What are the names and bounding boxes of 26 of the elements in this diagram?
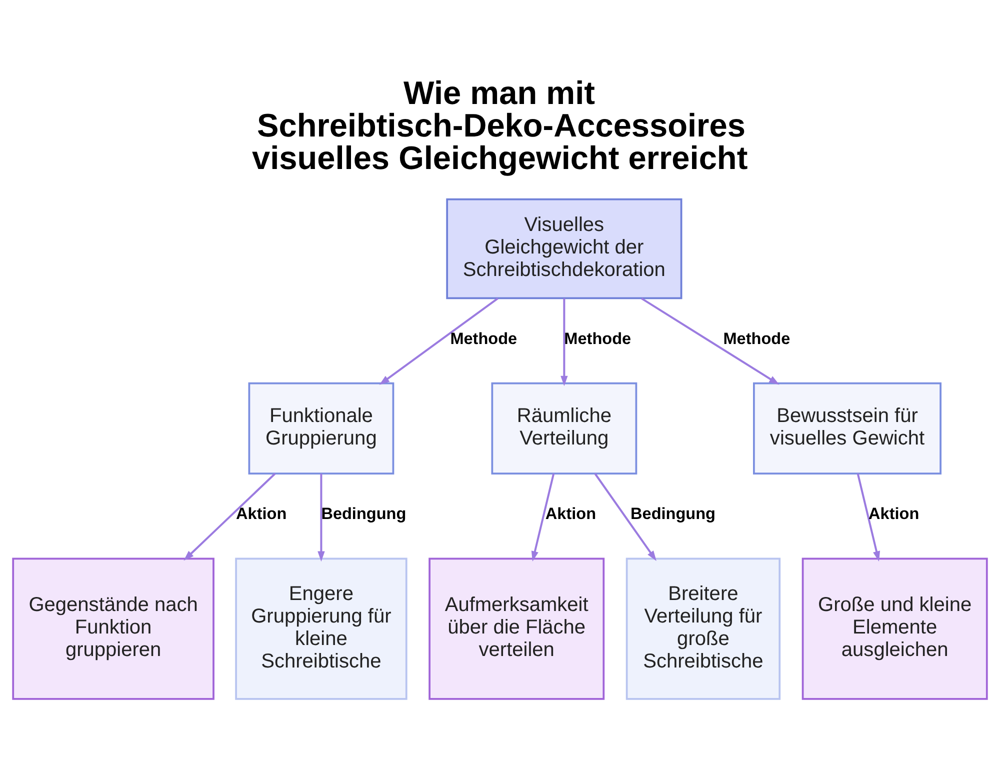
edge-label: Bedingung xyxy=(321,504,406,523)
arrow xyxy=(594,472,656,561)
diagram-title: Wie man mit Schreibtisch-Deko-Accessoires visuelles Gleichgewicht erreicht xyxy=(252,74,748,176)
edge-label: Aktion xyxy=(868,504,920,523)
edge-label: Aktion xyxy=(545,504,596,523)
node-box: Gegenstände nach Funktion gruppieren xyxy=(12,557,214,700)
edge-label: Methode xyxy=(723,329,790,348)
node-box: Große und kleine Elemente ausgleichen xyxy=(802,557,988,700)
edge-label: Methode xyxy=(564,329,632,348)
edge-label: Methode xyxy=(450,329,518,348)
node-box: Breitere Verteilung für große Schreibtische xyxy=(626,557,781,700)
node-box: Engere Gruppierung für kleine Schreibtische xyxy=(235,557,408,700)
arrow xyxy=(856,472,880,561)
edge-label: Aktion xyxy=(236,504,287,523)
node-box: Bewusstsein für visuelles Gewicht xyxy=(753,382,942,474)
node-box: Räumliche Verteilung xyxy=(491,382,638,474)
arrow xyxy=(641,297,780,384)
arrow xyxy=(379,297,498,384)
edge-label: Bedingung xyxy=(630,504,716,523)
node-box: Visuelles Gleichgewicht der Schreibtischdekoration xyxy=(446,198,682,299)
node-box: Funktionale Gruppierung xyxy=(248,382,394,474)
arrow xyxy=(184,472,276,560)
arrow xyxy=(560,298,568,386)
arrow xyxy=(531,472,555,561)
arrow xyxy=(318,473,325,562)
node-box: Aufmerksamkeit über die Fläche verteilen xyxy=(428,557,605,700)
